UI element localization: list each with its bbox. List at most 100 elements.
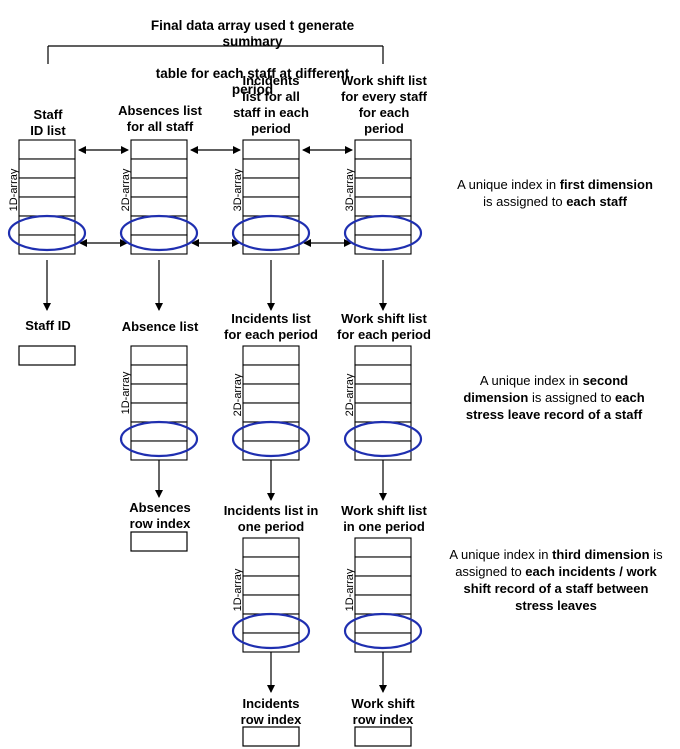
absences-array-cell (130, 177, 188, 198)
workshift-1d-array-cell (354, 632, 412, 653)
staff-id-array-cell (18, 234, 76, 255)
absence-list-label: Absence list (121, 319, 199, 334)
incidents-1d-array-cell (242, 556, 300, 577)
down-arrows (43, 260, 387, 693)
incidents-2d-label: 2D-array (232, 373, 244, 417)
workshift-2d-array (343, 345, 423, 461)
workshift-one-period-label: Work shift list in one period (341, 503, 427, 534)
incidents-1d-array-cell (242, 537, 300, 558)
staff-id-label: Staff ID (25, 318, 71, 333)
absences-array (119, 139, 199, 255)
note-third-dimension: A unique index in third dimension is ass… (448, 546, 664, 614)
note-third-bold1: third dimension (552, 547, 650, 562)
note-second-bold1: second dimension (463, 373, 629, 405)
note-third-pre: A unique index in (449, 547, 553, 562)
incidents-row-index-box (242, 726, 300, 747)
incidents-3d-array-highlight-ellipse (231, 214, 311, 252)
staff-id-array-cell (18, 177, 76, 198)
incidents-1d-array-cell (242, 575, 300, 596)
absences-array-cell (130, 196, 188, 217)
absence-1d-array-cell (130, 402, 188, 423)
incidents-3d-array (231, 139, 311, 255)
absence-1d-array (119, 345, 199, 461)
incidents-2d-array-cell (242, 440, 300, 461)
absences-row-index-label: Absences row index (129, 500, 191, 531)
incidents-3d-array-cell (242, 139, 300, 160)
incidents-3d-array-cell (242, 158, 300, 179)
incidents-list-label: Incidents list for all staff in each per… (233, 73, 309, 136)
absences-dim-label: 2D-array (120, 168, 132, 212)
workshift-2d-array-cell (354, 383, 412, 404)
note-first-dimension: A unique index in first dimension is ass… (455, 176, 655, 210)
workshift-1d-array-cell (354, 594, 412, 615)
workshift-3d-array-cell (354, 139, 412, 160)
workshift-1d-array (343, 537, 423, 653)
note-second-bold2: each stress leave record of a staff (465, 390, 645, 422)
absence-dim-label: 1D-array (120, 371, 132, 415)
workshift-each-period-label: Work shift list for each period (337, 311, 431, 342)
staff-id-array (7, 139, 87, 255)
incidents-1d-array-highlight-ellipse (231, 612, 311, 650)
note-second-pre: A unique index in (479, 373, 583, 388)
workshift-3d-array-cell (354, 196, 412, 217)
incidents-1d-array-cell (242, 632, 300, 653)
workshift-2d-array-cell (354, 440, 412, 461)
workshift-dim-label: 3D-array (344, 168, 356, 212)
incidents-2d-array-cell (242, 383, 300, 404)
note-first-bold1: first dimension (559, 177, 653, 192)
absences-list-label: Absences list for all staff (118, 103, 202, 134)
absence-1d-array-cell (130, 383, 188, 404)
title-line-2: table for each staff at different period (155, 66, 350, 97)
workshift-3d-array-cell (354, 158, 412, 179)
index-boxes (18, 345, 412, 747)
absences-array-highlight-ellipse (119, 214, 199, 252)
workshift-1d-label: 1D-array (344, 568, 356, 612)
absences-array-cell (130, 158, 188, 179)
incidents-1d-array (231, 537, 311, 653)
incidents-3d-array-cell (242, 177, 300, 198)
incidents-3d-array-cell (242, 196, 300, 217)
note-second-mid: is assigned to (528, 390, 616, 405)
staff-id-array-cell (18, 139, 76, 160)
workshift-2d-label: 2D-array (344, 373, 356, 417)
incidents-each-period-label: Incidents list for each period (224, 311, 318, 342)
incidents-row-index-label: Incidents row index (240, 696, 302, 727)
workshift-1d-array-cell (354, 556, 412, 577)
absences-array-cell (130, 139, 188, 160)
incidents-2d-array-cell (242, 364, 300, 385)
absences-array-cell (130, 234, 188, 255)
workshift-2d-array-cell (354, 364, 412, 385)
note-first-mid: is assigned to (483, 194, 567, 209)
workshift-2d-array-cell (354, 345, 412, 366)
absence-1d-array-cell (130, 364, 188, 385)
workshift-3d-array-cell (354, 234, 412, 255)
workshift-1d-array-highlight-ellipse (343, 612, 423, 650)
workshift-2d-array-cell (354, 402, 412, 423)
workshift-1d-array-cell (354, 575, 412, 596)
top-bracket (47, 36, 384, 64)
note-third-bold2: each incidents / work shift record of a … (463, 564, 657, 613)
incidents-1d-label: 1D-array (232, 568, 244, 612)
incidents-dim-label: 3D-array (232, 168, 244, 212)
workshift-3d-array-cell (354, 177, 412, 198)
workshift-3d-array-highlight-ellipse (343, 214, 423, 252)
absence-1d-array-cell (130, 345, 188, 366)
absences-row-index-box (130, 531, 188, 552)
note-third-mid: is assigned to (455, 547, 663, 579)
staff-id-box (18, 345, 76, 366)
workshift-2d-array-highlight-ellipse (343, 420, 423, 458)
incidents-2d-array-highlight-ellipse (231, 420, 311, 458)
note-second-dimension: A unique index in second dimension is as… (448, 372, 660, 423)
diagram-title: Final data array used t generate summary… (150, 2, 355, 114)
title-line-1: Final data array used t generate summary (150, 18, 355, 49)
incidents-2d-array (231, 345, 311, 461)
incidents-one-period-label: Incidents list in one period (223, 503, 319, 534)
absence-1d-array-cell (130, 440, 188, 461)
note-first-pre: A unique index in (457, 177, 560, 192)
staff-id-list-label: Staff ID list (30, 107, 66, 138)
staff-id-array-cell (18, 196, 76, 217)
incidents-1d-array-cell (242, 594, 300, 615)
note-first-bold2: each staff (566, 194, 627, 209)
workshift-row-index-box (354, 726, 412, 747)
